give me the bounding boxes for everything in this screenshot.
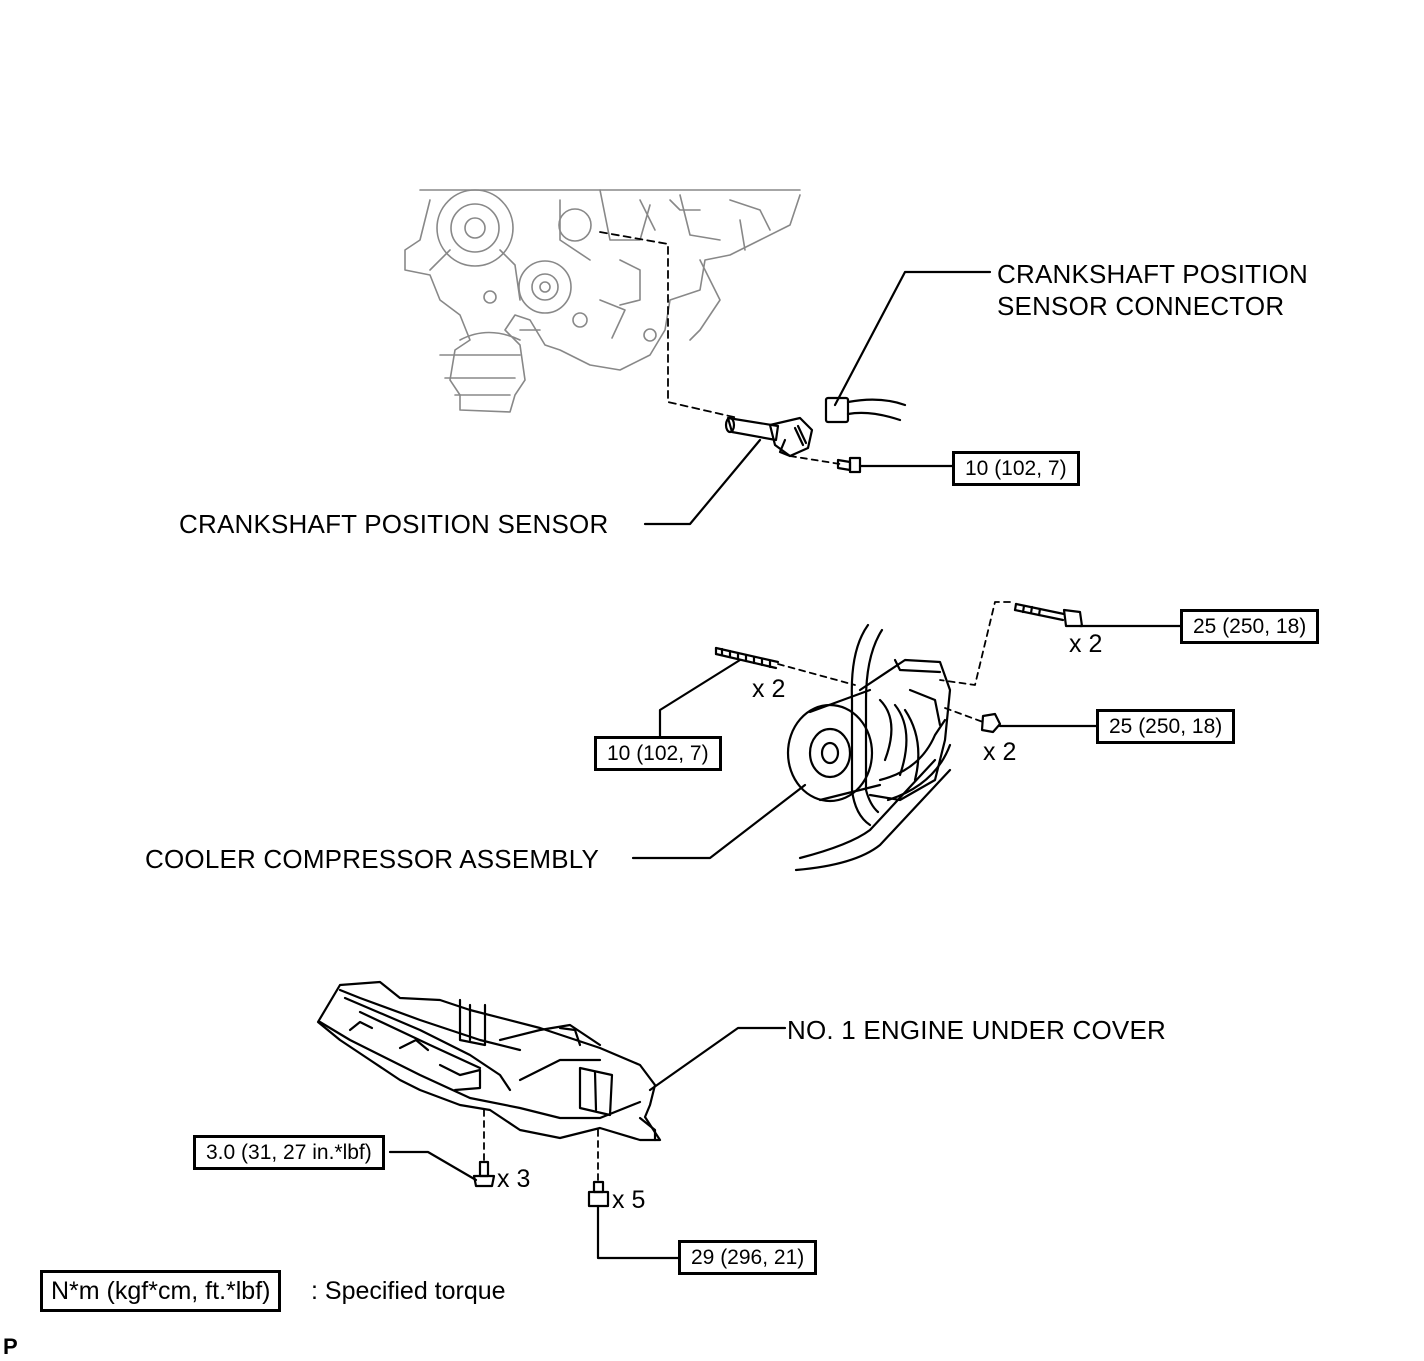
sensor-alignment-line [599,231,739,419]
compressor-nut-part [980,712,1002,734]
qty-comp-stud: x 2 [752,675,786,703]
torque-comp-nut: 25 (250, 18) [1096,709,1236,744]
torque-crank-bolt: 10 (102, 7) [952,451,1080,486]
qty-cover-bolt: x 5 [612,1186,646,1214]
small-screw-part [472,1160,496,1188]
under-cover-illustration [316,980,662,1142]
qty-cover-small: x 3 [497,1165,531,1193]
compressor-illustration [786,623,952,872]
legend-unit-box: N*m (kgf*cm, ft.*lbf) [40,1270,282,1312]
crankshaft-connector-label: CRANKSHAFT POSITION SENSOR CONNECTOR [997,259,1309,321]
comp-stud-leader [658,658,742,739]
nut-alignment-line [944,707,984,723]
qty-comp-bolt: x 2 [1069,630,1103,658]
torque-cover-bolt: 29 (296, 21) [678,1240,818,1275]
crankshaft-sensor-label: CRANKSHAFT POSITION SENSOR [179,509,609,539]
engine-block-illustration [404,189,801,413]
under-cover-leader [648,1026,787,1092]
legend-text: : Specified torque [311,1277,506,1305]
sensor-bolt-alignment [789,455,841,465]
figure-code: P [3,1334,18,1359]
crank-sensor-leader-line [643,438,762,526]
under-cover-label: NO. 1 ENGINE UNDER COVER [787,1015,1166,1045]
compressor-bolt-part [1013,602,1084,628]
torque-comp-bolt: 25 (250, 18) [1180,609,1320,644]
cover-bolt-part [587,1180,610,1208]
sensor-bolt-part [836,456,862,474]
torque-comp-stud: 10 (102, 7) [594,736,722,771]
torque-cover-small: 3.0 (31, 27 in.*lbf) [193,1135,385,1170]
connector-leader-line [833,270,992,407]
compressor-stud-part [714,646,780,670]
stud-alignment-line [777,663,856,686]
cover-bolt-leader [596,1204,680,1260]
compressor-label: COOLER COMPRESSOR ASSEMBLY [145,844,600,874]
sensor-connector-part [824,396,907,424]
small-screw-leader [388,1150,478,1182]
crankshaft-position-sensor-part [724,416,814,458]
qty-comp-nut: x 2 [983,738,1017,766]
compressor-leader-line [631,783,807,860]
bolt-alignment-line [939,601,1011,686]
